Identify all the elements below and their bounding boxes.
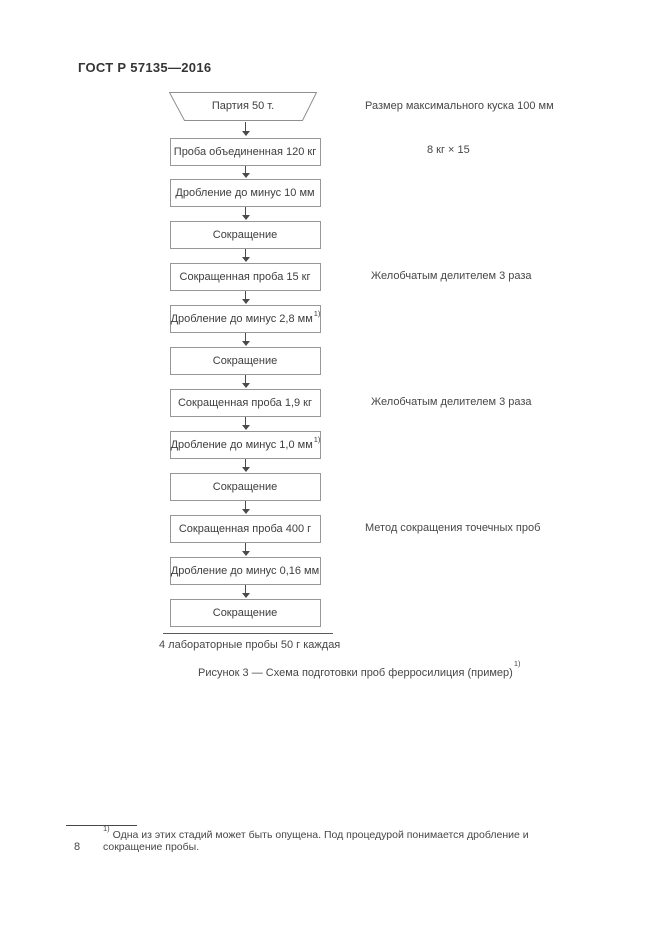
footnote: 1)Одна из этих стадий может быть опущена…	[103, 824, 583, 853]
flow-box-reduced-sample-15kg: Сокращенная проба 15 кг	[170, 263, 321, 291]
flow-box-reduction-4: Сокращение	[170, 599, 321, 627]
flow-box-reduced-sample-1-9kg: Сокращенная проба 1,9 кг	[170, 389, 321, 417]
flow-box-label: Сокращение	[212, 355, 278, 367]
flow-start-node: Партия 50 т.	[169, 92, 317, 121]
arrow-down-icon	[241, 458, 250, 472]
flow-box-label: Сокращение	[212, 229, 278, 241]
flow-box-label: Сокращенная проба 15 кг	[179, 271, 311, 283]
flow-box-label: Проба объединенная 120 кг	[173, 146, 317, 158]
arrow-down-icon	[241, 332, 250, 346]
annotation-increment-reduction-method: Метод сокращения точечных проб	[365, 522, 541, 534]
flow-box-combined-sample: Проба объединенная 120 кг	[170, 138, 321, 166]
footnote-text: Одна из этих стадий может быть опущена. …	[103, 829, 529, 853]
flow-box-label: Дробление до минус 1,0 мм	[170, 439, 313, 451]
arrow-down-icon	[241, 584, 250, 598]
flow-start-label: Партия 50 т.	[211, 99, 275, 112]
flow-box-reduction-1: Сокращение	[170, 221, 321, 249]
figure-caption-text: Рисунок 3 — Схема подготовки проб феррос…	[198, 667, 513, 679]
annotation-max-piece-size: Размер максимального куска 100 мм	[365, 100, 554, 112]
document-number-header: ГОСТ Р 57135—2016	[78, 60, 212, 75]
annotation-riffle-divider-2: Желобчатым делителем 3 раза	[371, 396, 532, 408]
figure-caption: Рисунок 3 — Схема подготовки проб феррос…	[198, 660, 520, 679]
result-divider-line	[163, 633, 333, 634]
flow-box-crush-0-16mm: Дробление до минус 0,16 мм	[170, 557, 321, 585]
flow-box-label: Сокращенная проба 400 г	[178, 523, 312, 535]
flow-box-reduced-sample-400g: Сокращенная проба 400 г	[170, 515, 321, 543]
arrow-down-icon	[241, 500, 250, 514]
arrow-down-icon	[241, 122, 250, 136]
flow-box-label: Дробление до минус 10 мм	[175, 187, 315, 199]
trapezoid-shape-icon	[169, 92, 317, 121]
arrow-down-icon	[241, 206, 250, 220]
arrow-down-icon	[241, 374, 250, 388]
flow-box-label: Сокращение	[212, 607, 278, 619]
footnote-rule	[66, 825, 137, 826]
arrow-down-icon	[241, 542, 250, 556]
annotation-8kg-x15: 8 кг × 15	[427, 144, 470, 156]
flow-box-label: Сокращение	[212, 481, 278, 493]
footnote-ref: 1)	[513, 659, 521, 669]
footnote-marker: 1)	[103, 823, 110, 833]
flow-box-label: Дробление до минус 2,8 мм	[170, 313, 313, 325]
annotation-riffle-divider-1: Желобчатым делителем 3 раза	[371, 270, 532, 282]
arrow-down-icon	[241, 248, 250, 262]
flow-box-label: Дробление до минус 0,16 мм	[170, 565, 320, 577]
page-number: 8	[74, 841, 81, 853]
flow-box-crush-10mm: Дробление до минус 10 мм	[170, 179, 321, 207]
arrow-down-icon	[241, 290, 250, 304]
flow-box-reduction-2: Сокращение	[170, 347, 321, 375]
flow-box-reduction-3: Сокращение	[170, 473, 321, 501]
arrow-down-icon	[241, 164, 250, 178]
result-label: 4 лабораторные пробы 50 г каждая	[159, 639, 341, 651]
arrow-down-icon	[241, 416, 250, 430]
flow-box-label: Сокращенная проба 1,9 кг	[177, 397, 313, 409]
